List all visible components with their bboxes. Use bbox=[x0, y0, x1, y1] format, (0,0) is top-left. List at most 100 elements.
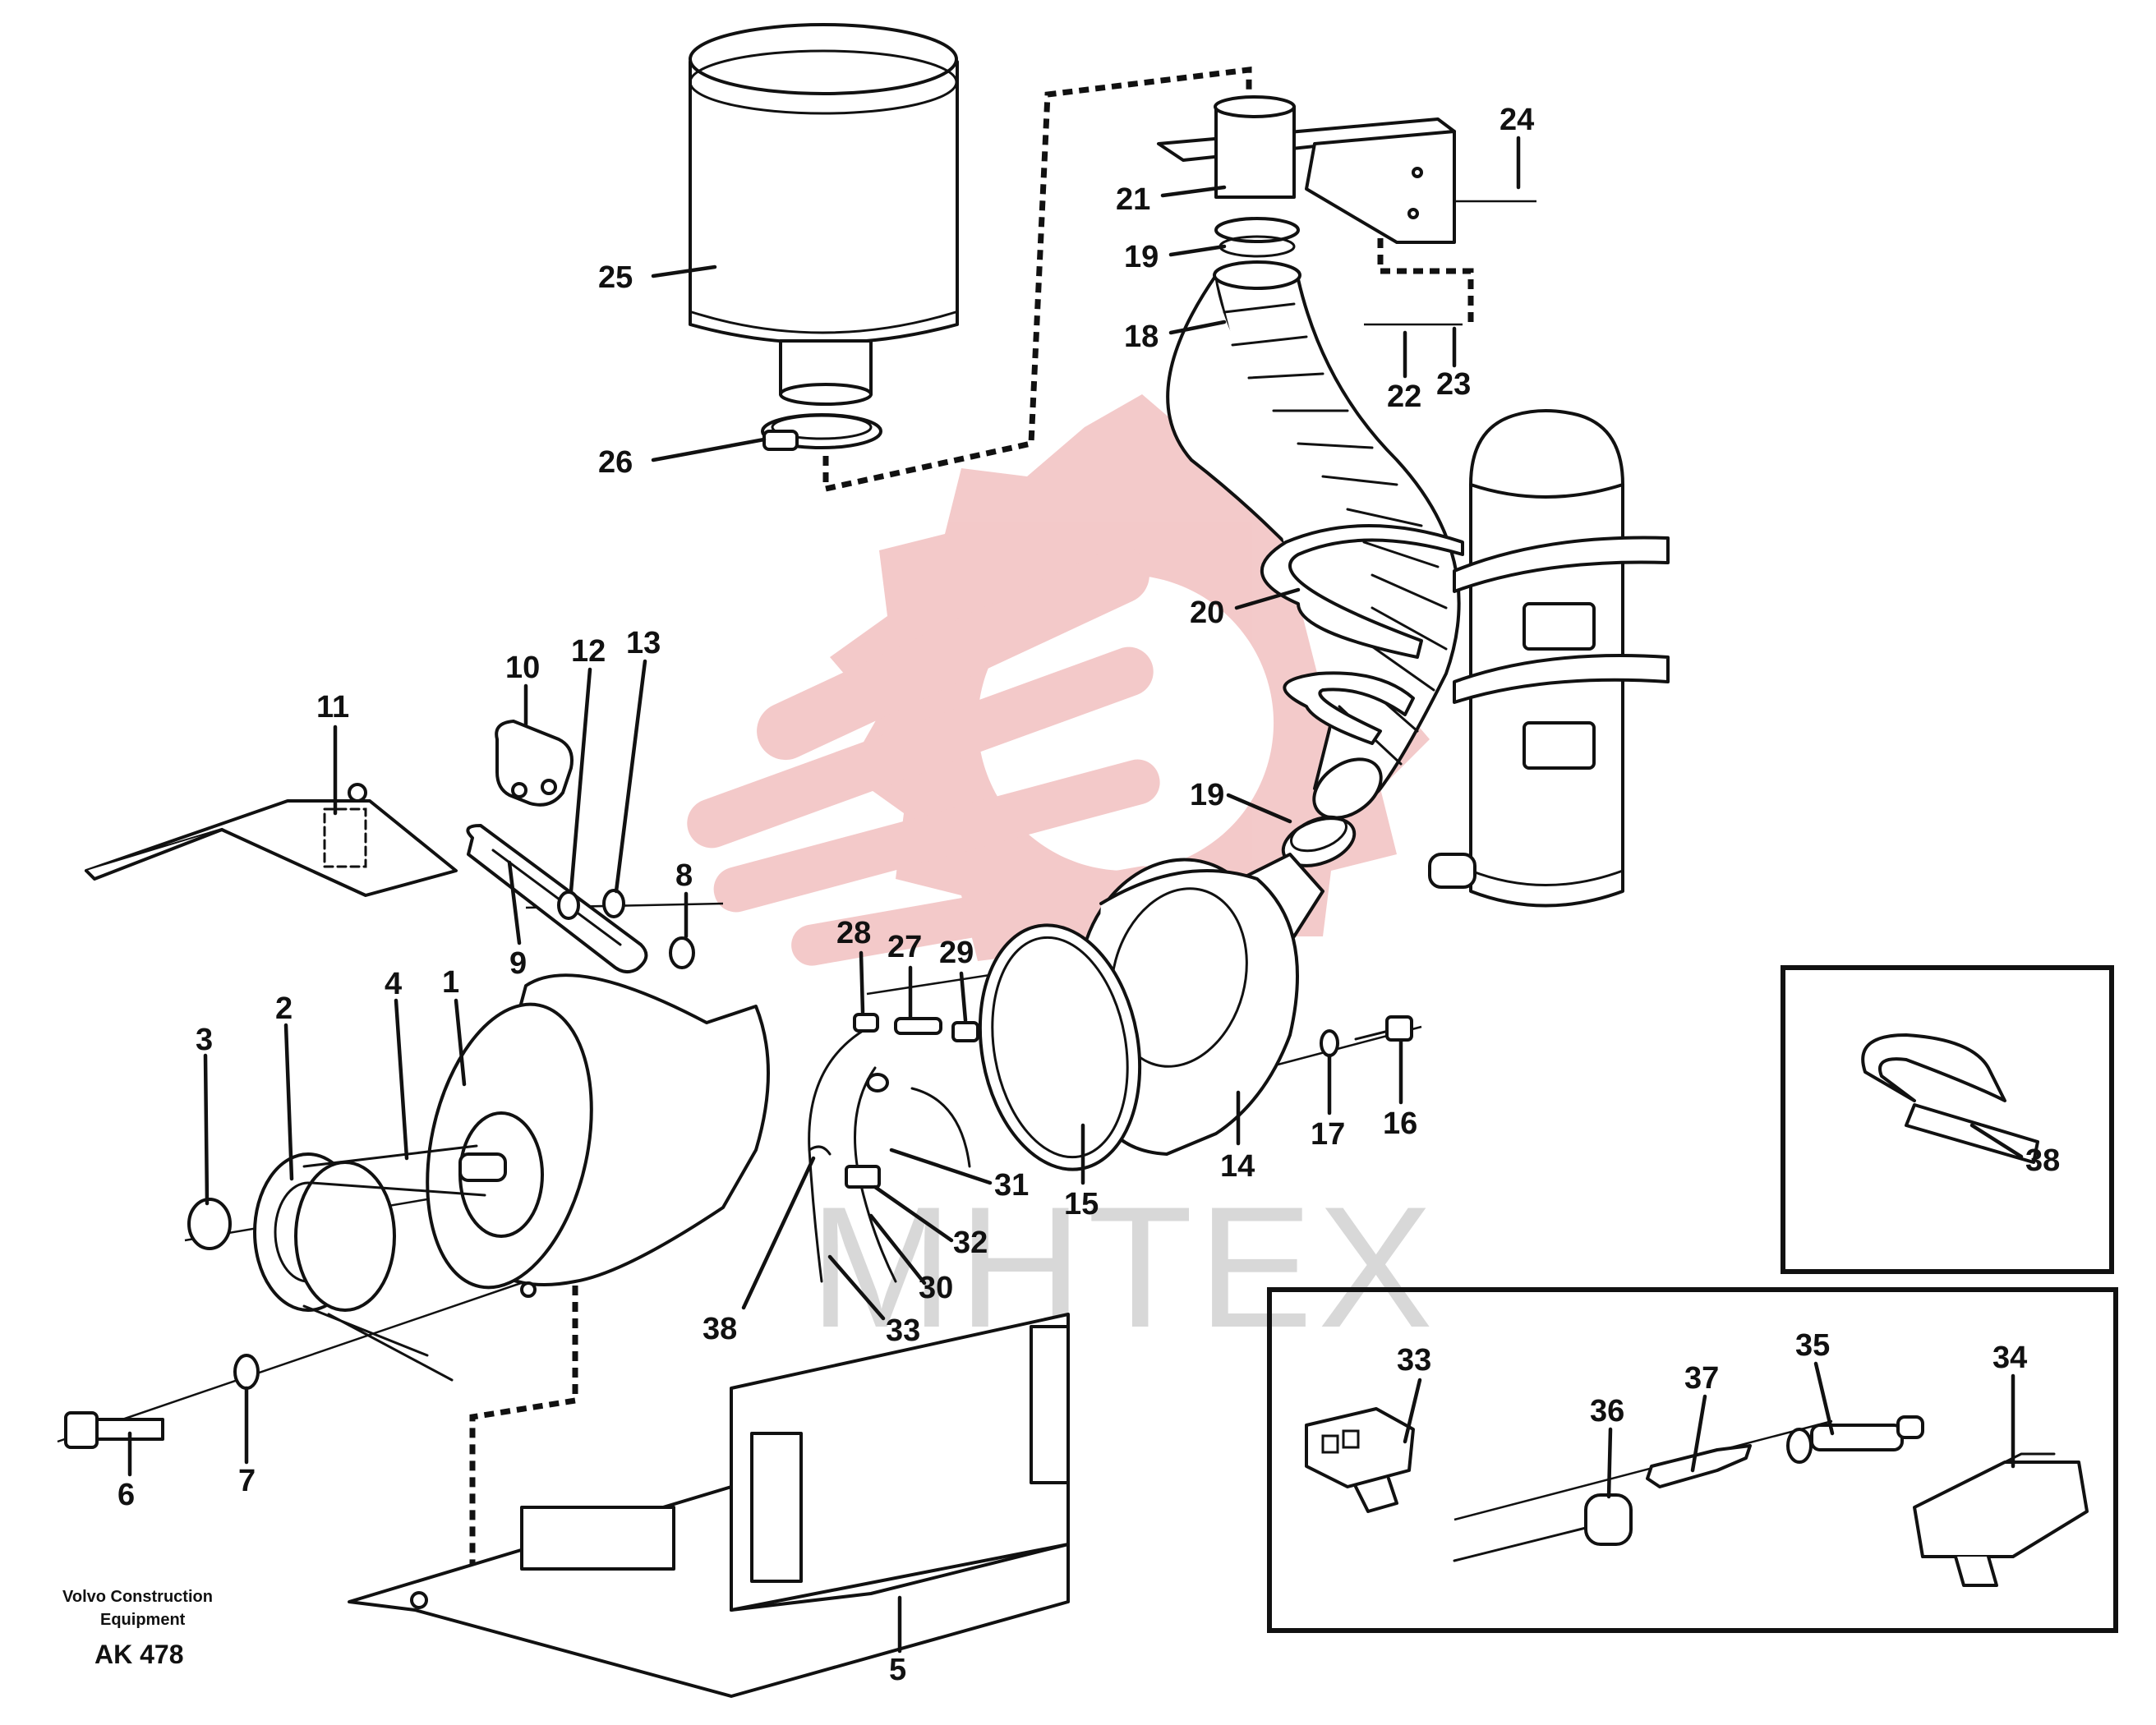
connector-33-body bbox=[1305, 1407, 1415, 1488]
hose-top-end bbox=[1213, 260, 1301, 290]
tension-bracket-hole-2 bbox=[541, 779, 557, 795]
callout-34: 34 bbox=[1992, 1341, 2027, 1375]
dashed-line-alternator-to-bracket bbox=[469, 1269, 578, 1565]
pre-cleaner-outlet bbox=[1428, 853, 1476, 889]
bracket-pipe bbox=[1214, 105, 1296, 199]
watermark-bar-4 bbox=[791, 866, 1164, 966]
washer-12 bbox=[557, 890, 580, 920]
mounting-plate-fold bbox=[85, 828, 223, 881]
leader-33a bbox=[827, 1254, 886, 1321]
pre-cleaner-band-2 bbox=[1453, 654, 1670, 704]
alternator-mount-hole bbox=[520, 1281, 537, 1298]
callout-33-inset: 33 bbox=[1397, 1343, 1431, 1378]
leader-26 bbox=[651, 437, 767, 462]
clamp-screw bbox=[762, 430, 799, 451]
alternator bbox=[426, 973, 770, 1298]
callout-17: 17 bbox=[1311, 1117, 1345, 1152]
leader-37 bbox=[1690, 1394, 1707, 1473]
air-filter-top bbox=[689, 23, 958, 95]
bracket-block-right bbox=[1030, 1325, 1070, 1484]
callout-14: 14 bbox=[1220, 1149, 1255, 1184]
washer-13 bbox=[602, 889, 625, 918]
callout-7: 7 bbox=[238, 1464, 256, 1498]
callout-36: 36 bbox=[1590, 1394, 1624, 1428]
bracket-back-plate bbox=[730, 1313, 1070, 1612]
wire-36 bbox=[1453, 1526, 1587, 1562]
air-filter-bottom-rim bbox=[690, 310, 957, 334]
pre-cleaner-body bbox=[1469, 483, 1624, 908]
bolt-6 bbox=[64, 1411, 164, 1449]
callout-12: 12 bbox=[571, 634, 606, 669]
callout-18: 18 bbox=[1124, 320, 1159, 354]
mounting-plate-tab bbox=[323, 807, 367, 868]
upper-clamp-band bbox=[1214, 217, 1300, 243]
leader-3 bbox=[203, 1053, 210, 1206]
terminal-28 bbox=[853, 1013, 879, 1033]
lower-hose-clamp bbox=[1281, 815, 1357, 867]
leader-33b bbox=[1403, 1378, 1422, 1444]
leader-38a bbox=[1969, 1123, 2024, 1159]
callout-35: 35 bbox=[1795, 1328, 1830, 1363]
dashed-assembly-lines bbox=[469, 67, 1474, 1565]
shroud-washer bbox=[1320, 1029, 1339, 1057]
shroud-bolt-thread bbox=[1354, 1029, 1390, 1041]
terminal-37-detail bbox=[1646, 1444, 1752, 1488]
band-buckle-2 bbox=[1523, 721, 1596, 770]
terminal-27 bbox=[894, 1017, 942, 1035]
callout-5: 5 bbox=[889, 1653, 906, 1687]
watermark-bar-2 bbox=[687, 646, 1154, 849]
callout-19-upper: 19 bbox=[1124, 240, 1159, 274]
callout-21: 21 bbox=[1116, 182, 1150, 217]
housing-34-top bbox=[1987, 1452, 2056, 1472]
axis-line-8 bbox=[1453, 1419, 1833, 1521]
bracket-base-hole bbox=[410, 1591, 428, 1609]
pre-cleaner bbox=[1428, 409, 1670, 908]
leader-36 bbox=[1606, 1427, 1613, 1499]
strap-lower bbox=[1283, 671, 1415, 745]
tension-bracket-body bbox=[495, 720, 574, 807]
bracket-pipe-top bbox=[1214, 95, 1296, 118]
shroud-bolt-head bbox=[1385, 1015, 1413, 1042]
housing-34-detail bbox=[1913, 1452, 2089, 1587]
callout-23: 23 bbox=[1436, 367, 1471, 402]
air-filter-top-rim bbox=[689, 49, 958, 115]
callout-2: 2 bbox=[275, 991, 293, 1026]
callout-9: 9 bbox=[509, 946, 527, 981]
inset-frame-connector bbox=[1267, 1287, 2118, 1633]
leader-28 bbox=[859, 950, 865, 1014]
pre-cleaner-band-1 bbox=[1453, 536, 1670, 593]
harness-wire-3 bbox=[910, 1087, 971, 1168]
callout-3: 3 bbox=[196, 1023, 213, 1057]
leader-2 bbox=[283, 1023, 294, 1181]
upper-hose-clamp bbox=[1214, 217, 1300, 258]
callout-6: 6 bbox=[117, 1478, 135, 1512]
housing-34-body bbox=[1913, 1460, 2089, 1558]
callout-20: 20 bbox=[1190, 596, 1224, 630]
watermark-bar-1 bbox=[757, 545, 1149, 761]
dashed-line-bracket-to-bolt bbox=[1377, 222, 1474, 329]
callout-32: 32 bbox=[953, 1226, 988, 1260]
callout-27: 27 bbox=[887, 930, 922, 964]
callout-10: 10 bbox=[505, 651, 540, 685]
shroud-bolt-set bbox=[1320, 1015, 1413, 1057]
connector-33-clip bbox=[1354, 1477, 1398, 1513]
inset-connector-parts bbox=[1267, 1287, 2118, 1633]
callout-24: 24 bbox=[1500, 103, 1534, 137]
callout-30: 30 bbox=[919, 1271, 953, 1305]
bolt-6-head bbox=[64, 1411, 99, 1449]
leader-12 bbox=[569, 667, 592, 894]
leader-38b bbox=[741, 1156, 816, 1310]
bracket-hole-2 bbox=[1407, 208, 1419, 219]
leader-32 bbox=[873, 1184, 954, 1243]
wiring-harness bbox=[808, 1013, 979, 1283]
callout-13: 13 bbox=[626, 626, 661, 660]
axis-line-2 bbox=[57, 1280, 527, 1443]
callout-19-lower: 19 bbox=[1190, 778, 1224, 812]
air-filter-housing bbox=[689, 23, 959, 406]
connector-32 bbox=[845, 1165, 881, 1189]
cable-tie-loop bbox=[1861, 1033, 2006, 1102]
adjusting-bar bbox=[466, 824, 648, 974]
pin-35-collar bbox=[1786, 1428, 1813, 1464]
caption-code: AK 478 bbox=[94, 1640, 184, 1669]
